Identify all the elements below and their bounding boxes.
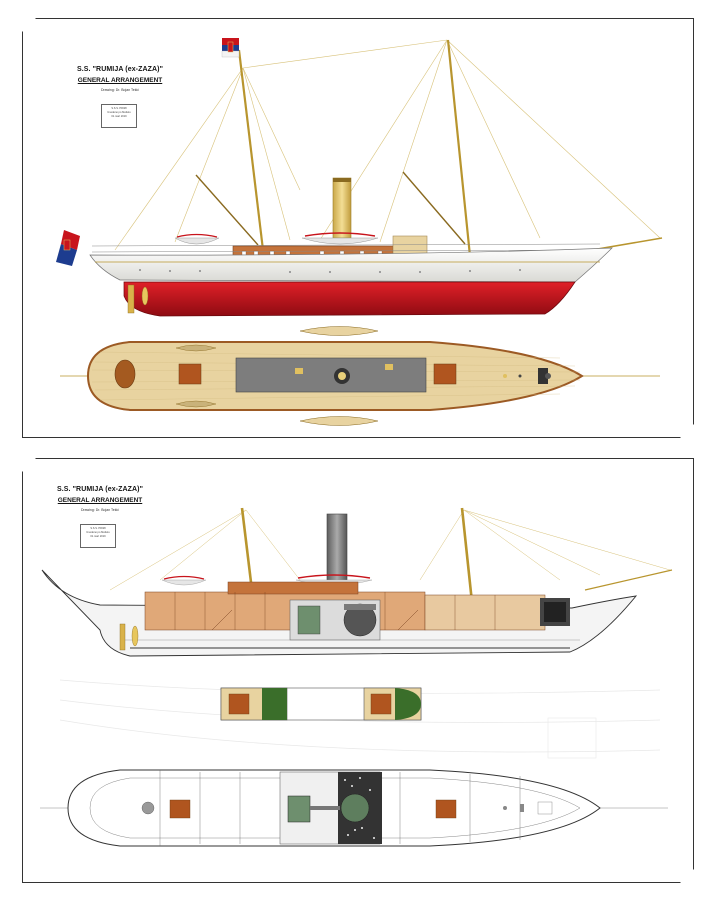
stamp-line: S.S.S. PRIMI: [90, 527, 106, 530]
drawing-subtitle: GENERAL ARRANGEMENT: [57, 497, 143, 504]
drawing-author: Drawing: Dr. Bojan Tekić: [100, 88, 140, 92]
profile-view-top: [56, 38, 663, 317]
title-block-top: S.S. "RUMIJA (ex-ZAZA)" GENERAL ARRANGEM…: [75, 66, 165, 92]
lower-deck-plan: [220, 687, 422, 721]
hull-plan-bottom: [40, 769, 668, 847]
drawing-stamp-top: S.S.S. PRIMI Izvedeno po Modelu 01.mart …: [101, 104, 137, 128]
stamp-line: 01.mart 2019: [111, 115, 127, 118]
stamp-line: Izvedeno po Modelu: [86, 531, 110, 534]
anchor-icon: [538, 368, 551, 384]
propeller-icon: [141, 286, 149, 306]
drawing-author: Drawing: Dr. Bojan Tekić: [80, 508, 120, 512]
drawing-title: S.S. "RUMIJA (ex-ZAZA)": [76, 66, 164, 73]
serbian-flag-icon: [56, 230, 80, 266]
stamp-line: 01.mart 2019: [90, 535, 106, 538]
title-block-bottom: S.S. "RUMIJA (ex-ZAZA)" GENERAL ARRANGEM…: [55, 486, 145, 512]
stamp-line: Izvedeno po Modelu: [107, 111, 131, 114]
propeller-icon: [131, 625, 139, 647]
serbian-flag-icon: [221, 38, 240, 58]
deck-plan-top: [60, 326, 660, 426]
drawing-subtitle: GENERAL ARRANGEMENT: [77, 77, 163, 84]
stamp-line: S.S.S. PRIMI: [111, 107, 127, 110]
drawing-title: S.S. "RUMIJA (ex-ZAZA)": [56, 486, 144, 493]
drawing-stamp-bottom: S.S.S. PRIMI Izvedeno po Modelu 01.mart …: [80, 524, 116, 548]
section-profile-bottom: [41, 507, 673, 657]
